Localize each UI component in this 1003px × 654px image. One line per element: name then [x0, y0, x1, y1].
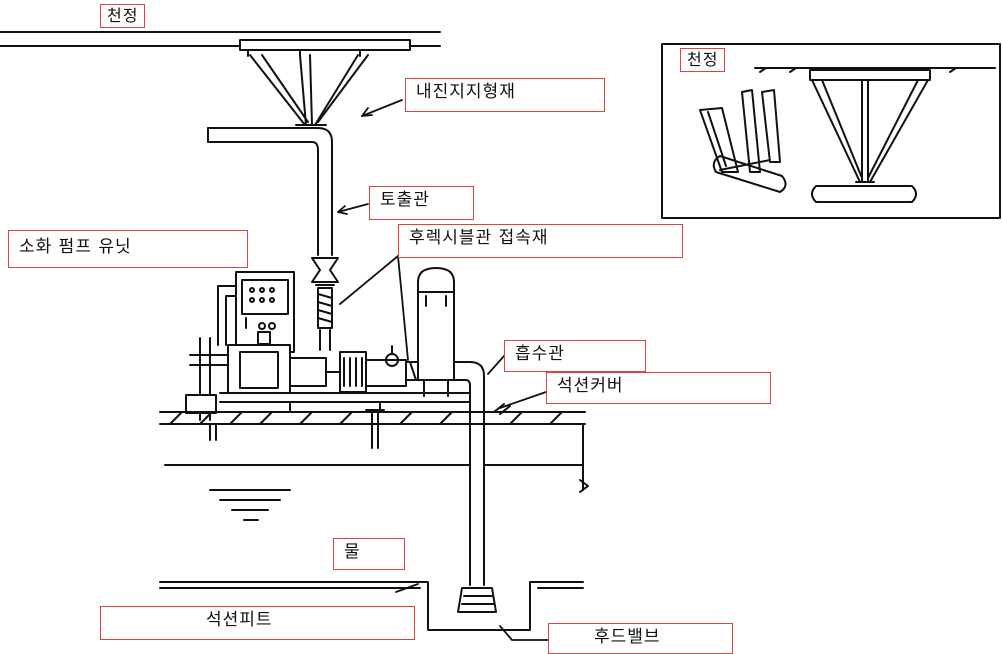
label-flexible-joint: 후렉시블관 접속재 [398, 224, 683, 258]
suction-pit [159, 581, 584, 631]
control-panel [217, 271, 295, 353]
ceiling-inset [661, 43, 1001, 219]
floor-slab [159, 409, 589, 493]
label-seismic-brace: 내진지지형재 [405, 78, 605, 112]
label-discharge-pipe: 토출관 [369, 186, 474, 220]
base-frame [219, 392, 471, 413]
pump-assembly [185, 337, 485, 421]
ceiling-slab [0, 31, 441, 57]
label-suction-pit: 석션피트 [100, 606, 415, 640]
seismic-brace [249, 54, 369, 126]
label-suction-pipe: 흡수관 [504, 340, 646, 372]
label-pump-unit: 소화 펌프 유닛 [8, 230, 248, 268]
leader-lines [337, 99, 549, 641]
suction-pipe [457, 403, 511, 613]
label-suction-cover: 석션커버 [546, 372, 771, 404]
discharge-pipe [207, 127, 339, 351]
pressure-tank [417, 267, 455, 397]
label-ceiling-inset: 천정 [680, 48, 726, 72]
label-foot-valve: 후드밸브 [548, 623, 733, 654]
label-water: 물 [333, 538, 405, 570]
label-ceiling-top: 천정 [100, 4, 146, 28]
water-surface [164, 464, 584, 521]
